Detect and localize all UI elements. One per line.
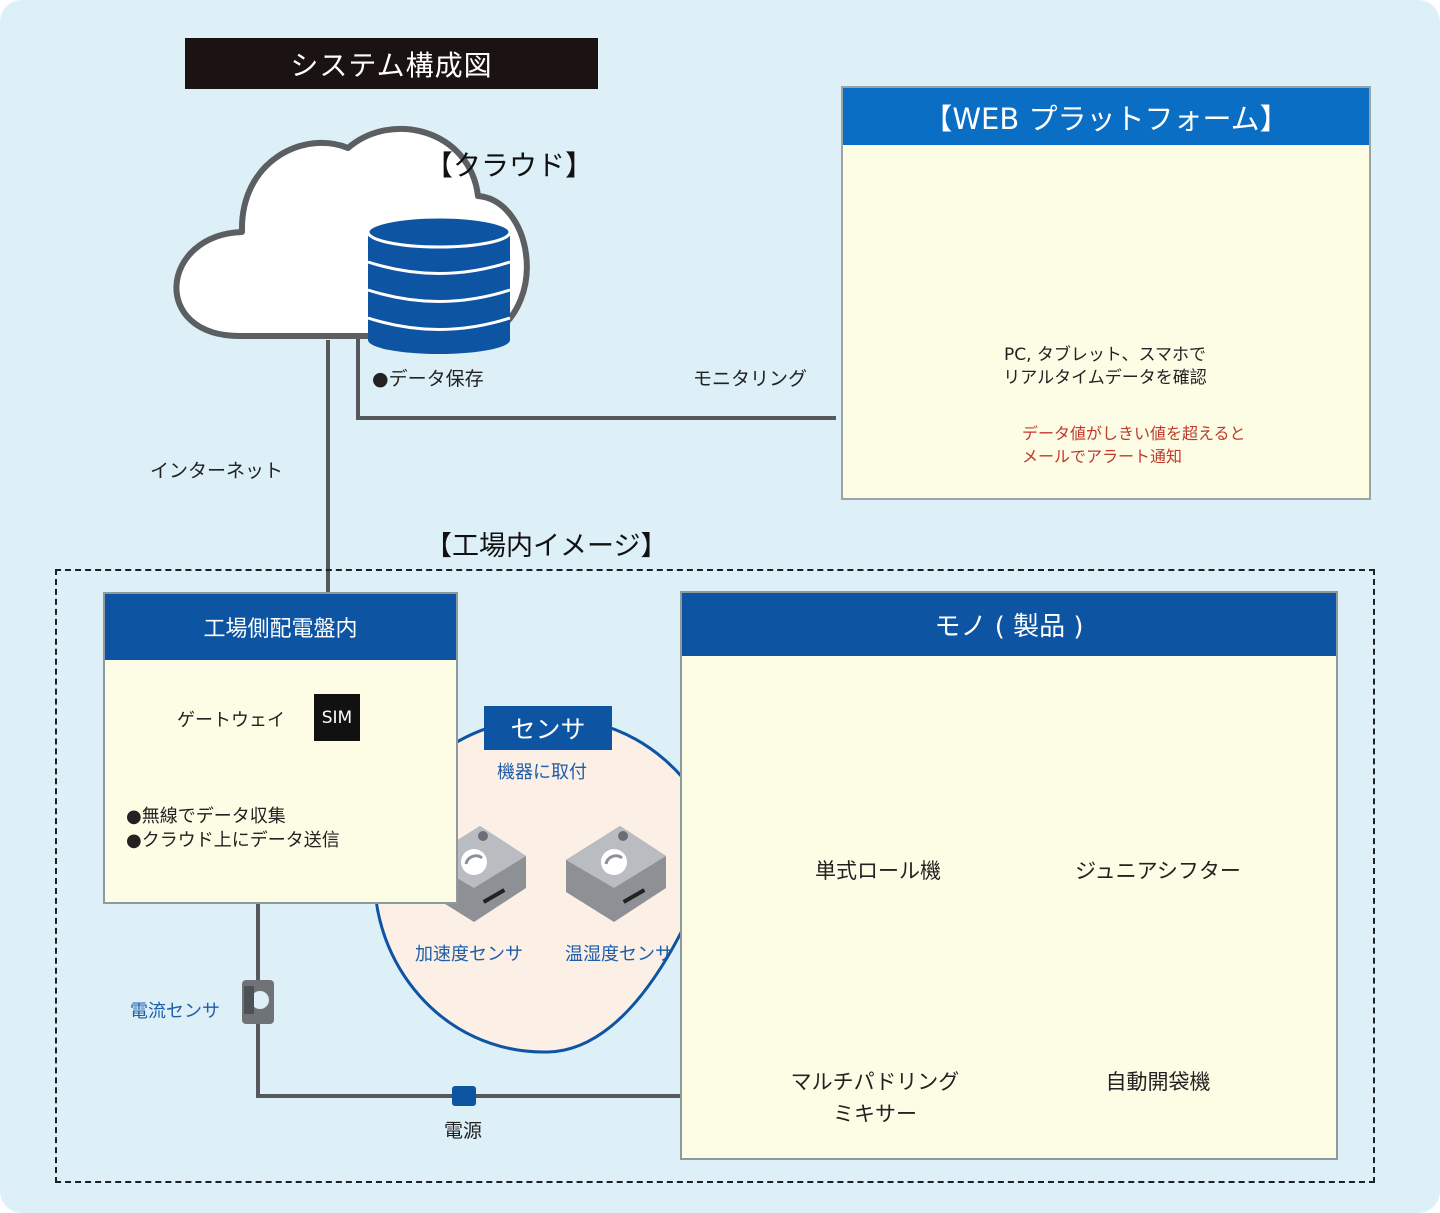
power-connector-icon — [452, 1086, 476, 1106]
storage-label: ●データ保存 — [372, 368, 484, 390]
factory-title: 【工場内イメージ】 — [425, 531, 668, 562]
panel-bullets: ●無線でデータ収集 ●クラウド上にデータ送信 — [126, 805, 340, 853]
web-devices-text: PC, タブレット、スマホで リアルタイムデータを確認 — [955, 344, 1255, 390]
current-clamp-icon — [242, 980, 274, 1024]
web-alert-line2: メールでアラート通知 — [1022, 447, 1183, 466]
sensor-device-icon — [566, 826, 666, 922]
product-junior-sifter: ジュニアシフター — [1075, 859, 1241, 883]
web-devices-line1: PC, タブレット、スマホで — [1003, 345, 1207, 365]
humid-sensor-label: 温湿度センサ — [565, 944, 673, 965]
sim-badge: SIM — [314, 694, 360, 741]
sensor-tag: センサ — [484, 706, 612, 750]
panel-bullet-1: ●無線でデータ収集 — [126, 806, 286, 827]
power-label: 電源 — [444, 1120, 483, 1142]
products-box — [680, 591, 1338, 1160]
power-line — [256, 904, 682, 1098]
distribution-panel-header: 工場側配電盤内 — [105, 594, 456, 660]
database-icon — [366, 215, 512, 354]
product-roll-machine: 単式ロール機 — [815, 859, 941, 883]
panel-bullet-2: ●クラウド上にデータ送信 — [126, 830, 340, 851]
products-header: モノ ( 製品 ) — [682, 593, 1336, 656]
web-devices-line2: リアルタイムデータを確認 — [1003, 368, 1207, 388]
accel-sensor-label: 加速度センサ — [415, 944, 523, 965]
product-paddle-mixer-line2: ミキサー — [833, 1102, 917, 1126]
product-paddle-mixer: マルチパドリング ミキサー — [760, 1066, 990, 1130]
current-sensor-label: 電流センサ — [130, 1001, 220, 1022]
web-platform-box — [841, 86, 1371, 500]
internet-label: インターネット — [150, 460, 284, 482]
web-alert-text: データ値がしきい値を超えると メールでアラート通知 — [1022, 422, 1246, 468]
web-alert-line1: データ値がしきい値を超えると — [1022, 424, 1246, 443]
monitoring-line — [356, 335, 836, 420]
factory-frame — [55, 569, 1375, 1183]
product-bag-opener: 自動開袋機 — [1105, 1070, 1211, 1094]
page-title: システム構成図 — [185, 38, 598, 89]
monitoring-label: モニタリング — [693, 368, 808, 390]
cloud-title: 【クラウド】 — [425, 149, 594, 182]
product-paddle-mixer-line1: マルチパドリング — [790, 1070, 960, 1094]
sensor-attach-label: 機器に取付 — [497, 762, 587, 783]
web-platform-header: 【WEB プラットフォーム】 — [843, 88, 1369, 145]
gateway-label: ゲートウェイ — [177, 710, 285, 731]
